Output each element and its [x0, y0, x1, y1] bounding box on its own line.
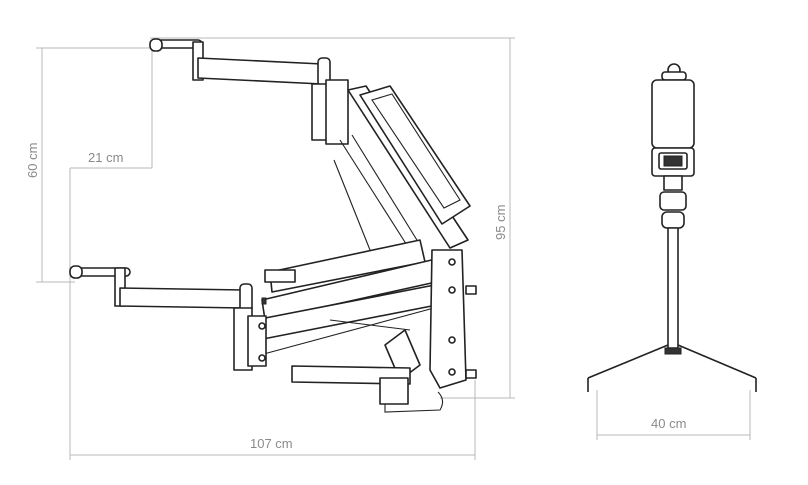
side-view-machine	[69, 38, 477, 413]
dim-label-60cm: 60 cm	[25, 143, 40, 178]
front-view-stand	[587, 63, 757, 392]
dim-label-95cm: 95 cm	[493, 205, 508, 240]
dimension-lines	[36, 37, 751, 460]
dim-label-21cm: 21 cm	[88, 150, 123, 165]
dim-label-107cm: 107 cm	[250, 436, 293, 451]
dim-label-40cm: 40 cm	[651, 416, 686, 431]
